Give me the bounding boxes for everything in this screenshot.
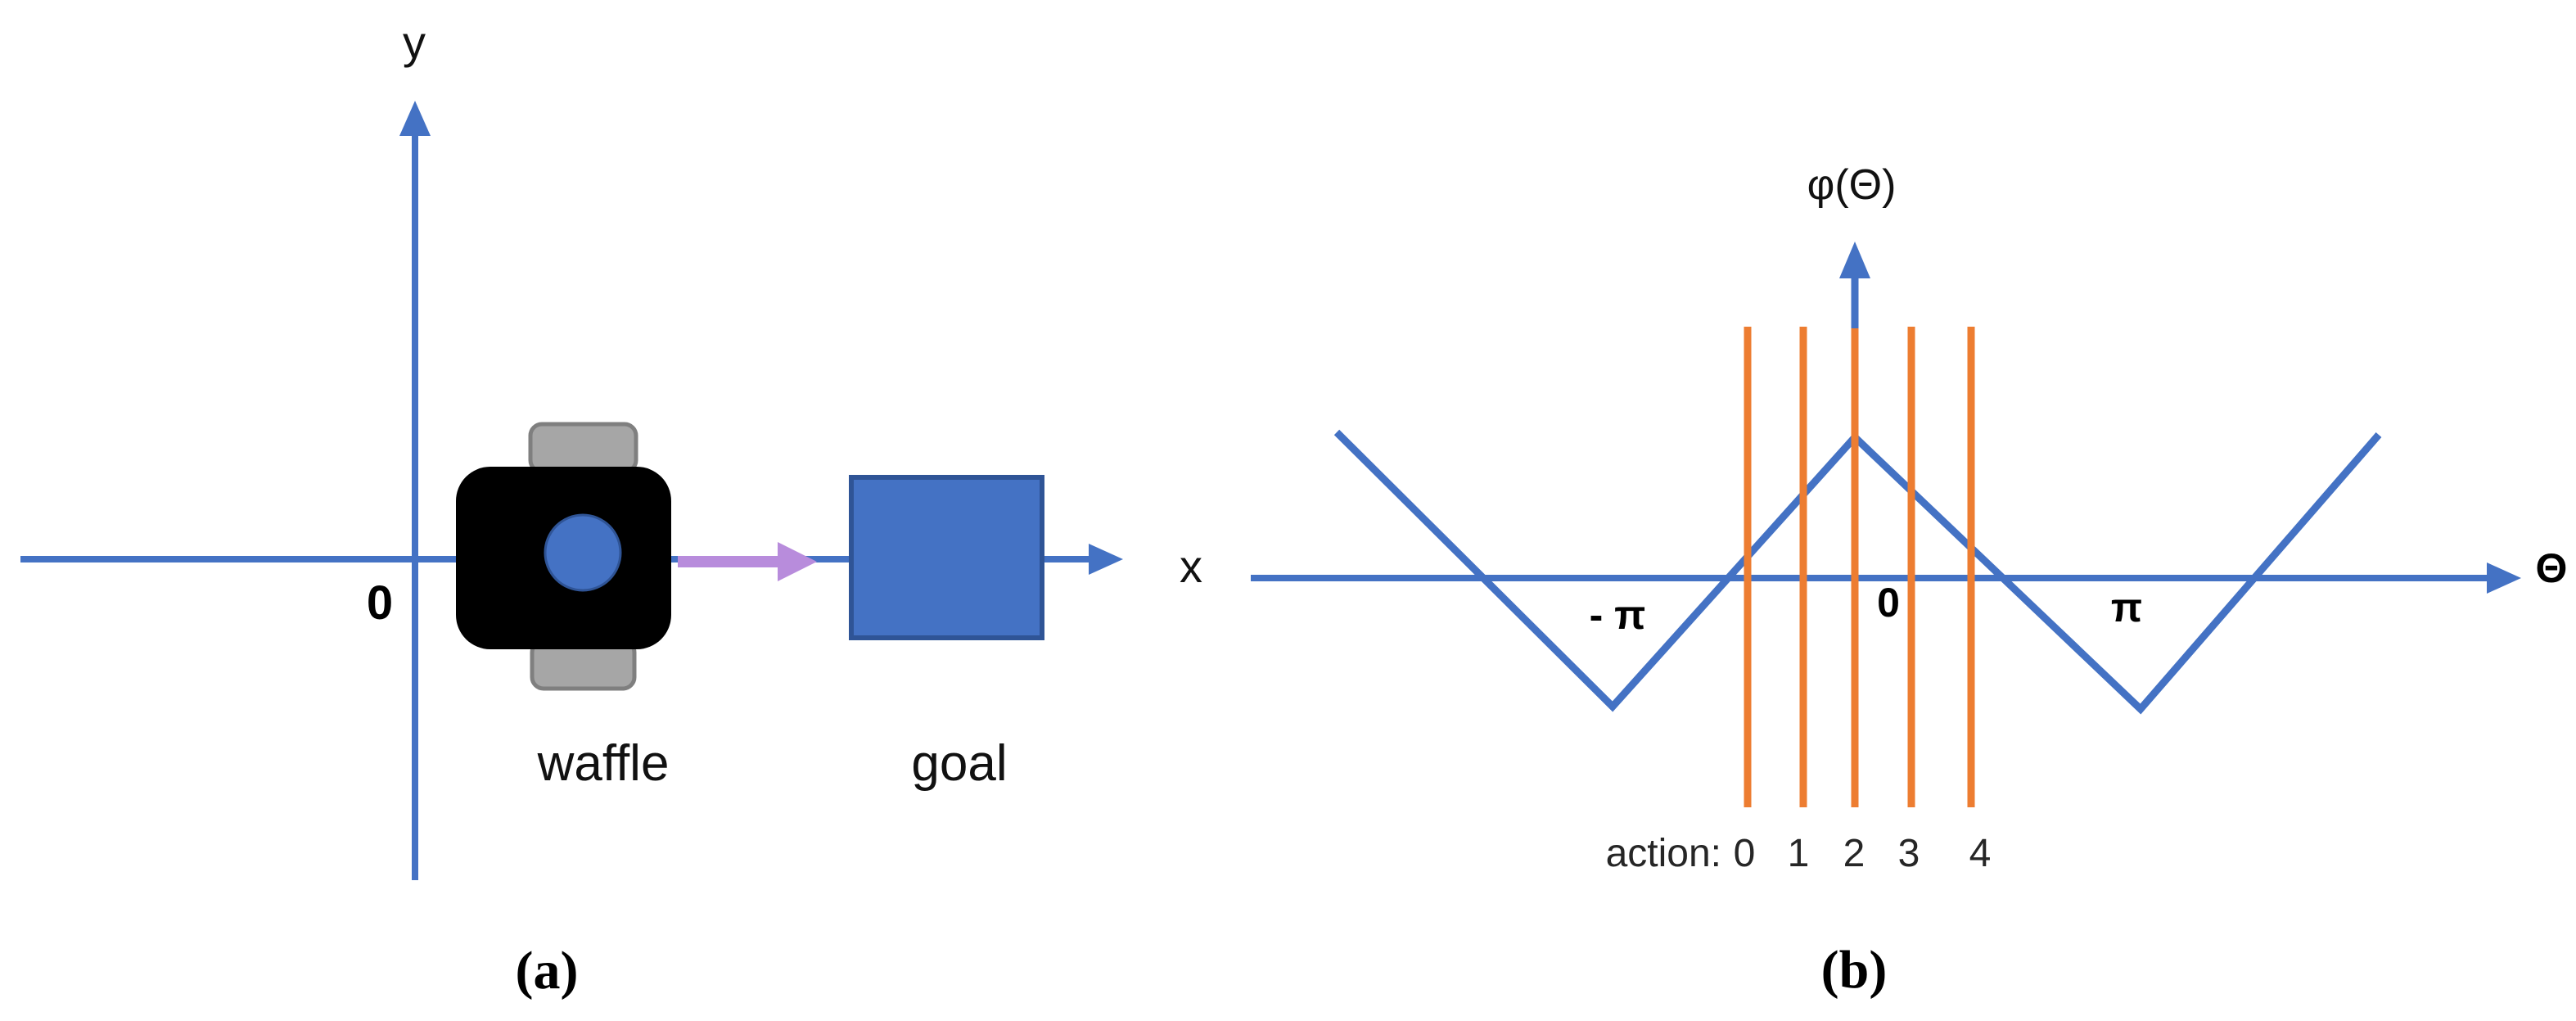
panel-b-phi-axis-label: φ(Θ) — [1807, 161, 1897, 209]
panel-b-phi-axis-arrowhead-icon — [1839, 242, 1870, 278]
action-label-3: 3 — [1897, 832, 1920, 875]
caption-a: (a) — [515, 941, 579, 1001]
panel-b-theta-axis-arrowhead-icon — [2487, 562, 2521, 594]
action-label-4: 4 — [1969, 832, 1992, 875]
tick-label-zero: 0 — [1877, 580, 1900, 626]
robot-top-wheel — [528, 422, 638, 474]
panel-a-y-axis-arrowhead-icon — [399, 101, 431, 136]
panel-b-theta-axis-label: Θ — [2535, 545, 2568, 591]
panel-a-origin-label: 0 — [366, 576, 394, 630]
panel-a-y-axis-label: y — [403, 16, 426, 68]
action-label-2: 2 — [1843, 832, 1865, 875]
goal-square — [849, 475, 1044, 640]
tick-label-pi: π — [2110, 585, 2143, 630]
robot-waffle — [456, 422, 671, 691]
tick-label-neg-pi: - π — [1589, 592, 1646, 638]
robot-hub-circle — [544, 513, 622, 592]
robot-label: waffle — [537, 735, 670, 792]
action-lines — [1744, 327, 1975, 807]
action-label-0: 0 — [1733, 832, 1756, 875]
panel-a-x-axis-arrowhead-icon — [1089, 544, 1123, 575]
goal-label: goal — [911, 735, 1008, 792]
action-label-1: 1 — [1787, 832, 1810, 875]
panel-a-x-axis-label: x — [1180, 540, 1202, 592]
action-prefix-label: action: — [1605, 832, 1721, 875]
caption-b: (b) — [1820, 940, 1888, 1000]
heading-arrow-head-icon — [778, 542, 817, 581]
